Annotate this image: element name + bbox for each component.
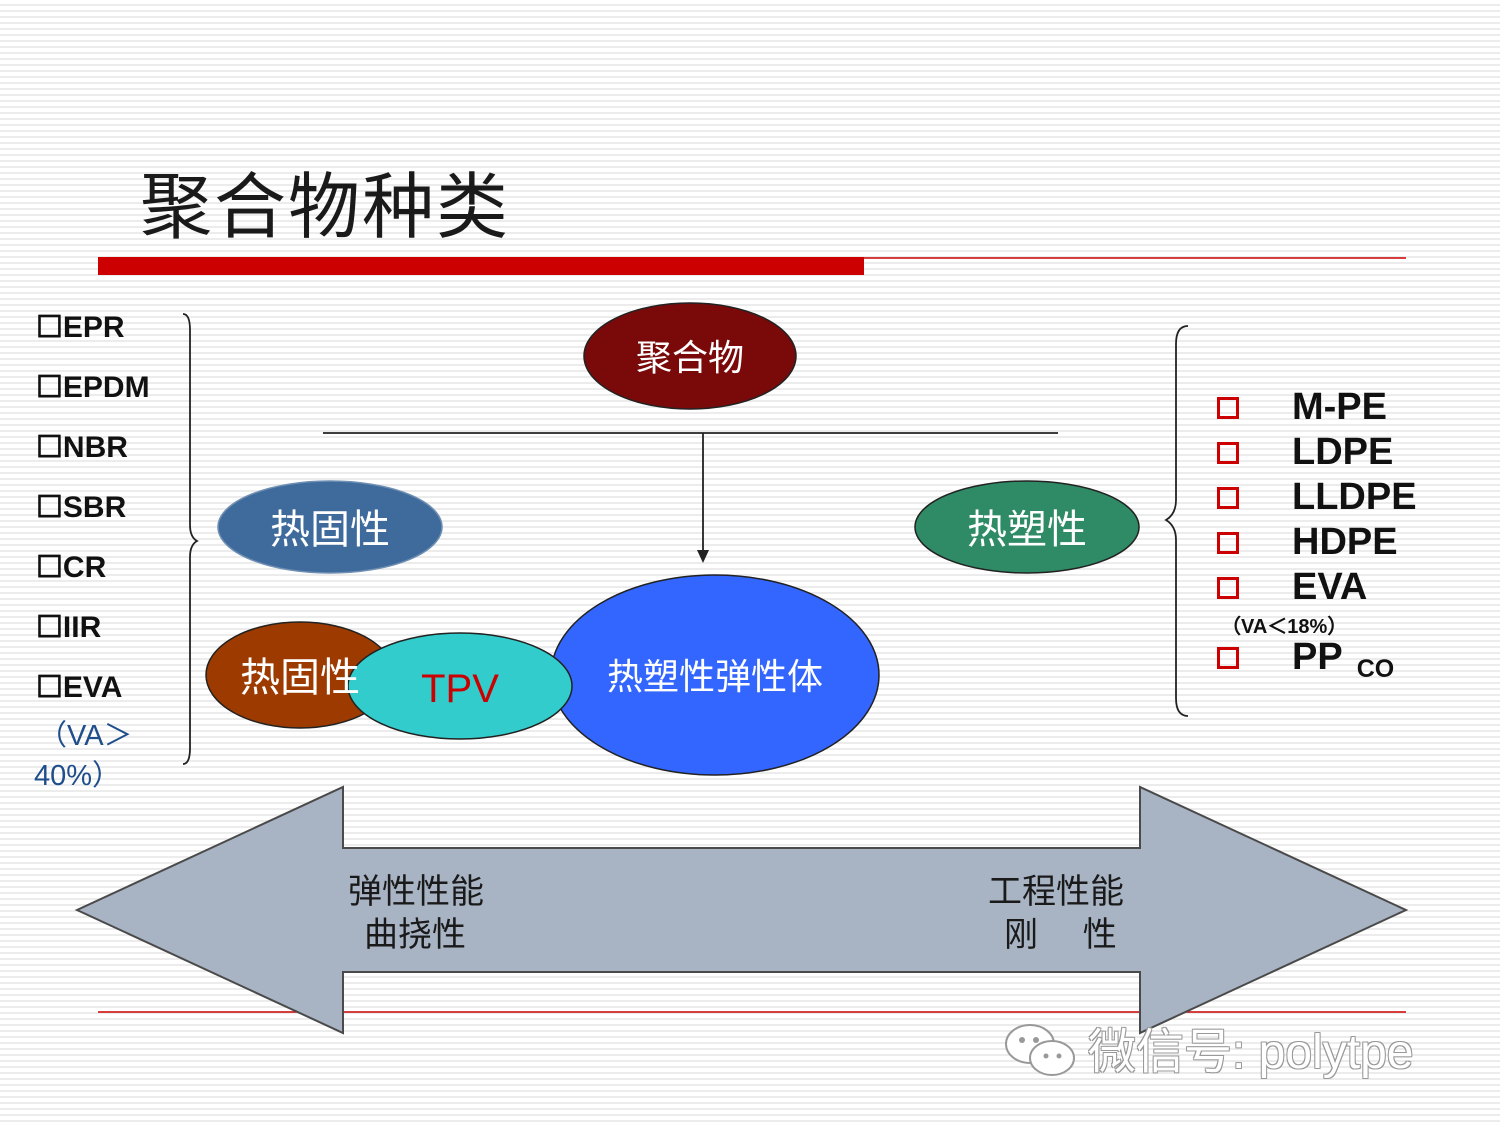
square-bullet-icon: [1217, 487, 1239, 509]
list-item: ☐EVA: [36, 671, 123, 704]
thermoset-ellipse: [217, 480, 443, 574]
root-label: 聚合物: [636, 338, 744, 379]
list-item: PP CO: [1215, 635, 1465, 683]
double-arrow: [74, 785, 1409, 1035]
tpv-ellipse: [347, 632, 573, 740]
slide-title: 聚合物种类: [140, 165, 511, 249]
thermoplastic-label: 热塑性: [967, 507, 1087, 553]
checkbox-icon: ☐: [36, 551, 63, 584]
checkbox-icon: ☐: [36, 611, 63, 644]
wechat-icon: [1005, 1024, 1075, 1076]
list-item: HDPE: [1215, 520, 1465, 564]
thermoset-small-label: 热固性: [240, 655, 360, 701]
square-bullet-icon: [1217, 442, 1239, 464]
arrow-right-line1: 工程性能: [988, 872, 1124, 912]
list-item: ☐IIR: [36, 611, 102, 644]
checkbox-icon: ☐: [36, 491, 63, 524]
thermoplastic-ellipse: [914, 480, 1140, 574]
tpv-label: TPV: [421, 667, 499, 711]
pp-label: PP: [1292, 636, 1343, 678]
left-note-line1: （VA＞: [38, 720, 133, 752]
square-bullet-icon: [1217, 532, 1239, 554]
list-item: ☐NBR: [36, 431, 128, 464]
checkbox-icon: ☐: [36, 671, 63, 704]
watermark-text: 微信号: polytpe: [1088, 1026, 1414, 1079]
list-item: LDPE: [1215, 430, 1465, 474]
left-note-line2: 40%）: [34, 760, 122, 792]
arrow-right-line2: 刚 性: [1004, 915, 1117, 955]
square-bullet-icon: [1217, 577, 1239, 599]
list-item: ☐CR: [36, 551, 107, 584]
thermoset-label: 热固性: [270, 507, 390, 553]
list-item: EVA: [1215, 565, 1465, 609]
arrow-left-line1: 弹性性能: [348, 872, 484, 912]
arrow-left-line2: 曲挠性: [364, 915, 466, 955]
checkbox-icon: ☐: [36, 371, 63, 404]
title-bar-thick: [98, 257, 864, 275]
checkbox-icon: ☐: [36, 311, 63, 344]
square-bullet-icon: [1217, 647, 1239, 669]
root-ellipse: [583, 302, 797, 410]
list-item: M-PE: [1215, 385, 1465, 429]
list-item: ☐EPDM: [36, 371, 150, 404]
pp-subscript: CO: [1356, 655, 1395, 683]
tpe-label: 热塑性弹性体: [607, 657, 823, 698]
down-arrow-head: [697, 550, 709, 563]
square-bullet-icon: [1217, 397, 1239, 419]
list-item: ☐EPR: [36, 311, 125, 344]
left-brace: [182, 313, 199, 765]
right-note: （VA＜18%）: [1221, 616, 1348, 638]
checkbox-icon: ☐: [36, 431, 63, 464]
list-item: LLDPE: [1215, 475, 1465, 519]
list-item: ☐SBR: [36, 491, 127, 524]
right-brace: [1164, 325, 1189, 717]
